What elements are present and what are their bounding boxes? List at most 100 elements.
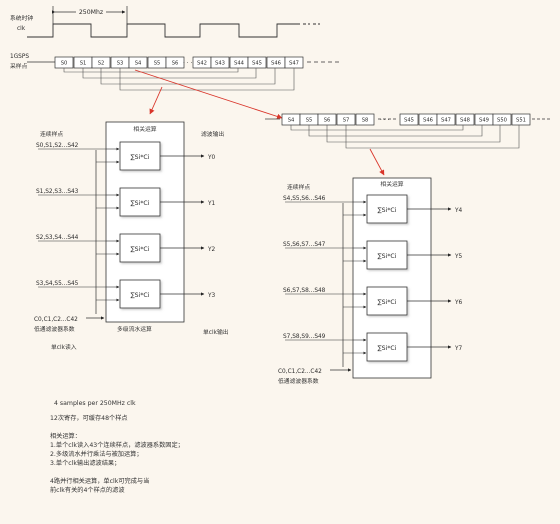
- right-output-label: Y5: [454, 254, 463, 260]
- top-group-bracket: [63, 68, 239, 73]
- shift-group-bracket: [326, 125, 501, 143]
- sample-label: 采样点: [10, 62, 28, 70]
- right-input-label: S4,S5,S6...S46: [283, 196, 326, 202]
- left-mac-label: ∑Si*Ci: [131, 292, 150, 299]
- left-mac-label: ∑Si*Ci: [131, 200, 150, 207]
- left-pipeline: 多级流水运算: [117, 325, 152, 333]
- left-block-title: 相关运算: [133, 125, 156, 133]
- top-group-bracket: [82, 68, 257, 79]
- left-input-label: S0,S1,S2...S42: [36, 143, 79, 149]
- right-input-label: S5,S6,S7...S47: [283, 242, 326, 248]
- period-label: 250Mhz: [79, 9, 103, 16]
- note-line: 3.单个clk输出滤波结果；: [50, 460, 121, 467]
- left-mac-box: [119, 279, 161, 309]
- top-sample-cell: S45: [252, 61, 262, 67]
- top-sample-cell: S3: [117, 61, 124, 67]
- left-output-label: Y1: [207, 201, 216, 207]
- top-sample-cell: S47: [289, 61, 299, 67]
- right-coef-label: 低通滤波器系数: [278, 377, 319, 385]
- right-mac-box: [366, 194, 408, 224]
- shift-sample-cell-box: [355, 113, 375, 126]
- shift-sample-cell: S4: [288, 118, 295, 124]
- clk-label: clk: [17, 26, 26, 32]
- top-sample-cell: S46: [271, 61, 281, 67]
- note-line: 1.单个clk读入43个连续样点，滤波器系数固定；: [50, 442, 184, 449]
- note-line: 4路并行相关运算，单clk可完成与当: [50, 478, 150, 485]
- note-line: 相关运算：: [50, 433, 81, 440]
- left-output-label: Y2: [207, 247, 216, 253]
- shift-sample-cell: S46: [423, 118, 433, 124]
- left-coef-label: 低通滤波器系数: [34, 325, 75, 333]
- shift-group-bracket: [290, 125, 464, 131]
- left-output-label: Y0: [207, 155, 216, 161]
- shift-sample-cell: S50: [497, 118, 507, 124]
- left-input-label: S3,S4,S5...S45: [36, 281, 79, 287]
- top-sample-cell: S2: [98, 61, 105, 67]
- shift-sample-cell-box: [399, 113, 419, 126]
- shifted-sample-groupings: [290, 125, 520, 149]
- left-mac-box: [119, 141, 161, 171]
- red-arrow-right: [134, 69, 283, 120]
- shift-sample-cell-box: [511, 113, 531, 126]
- top-sample-cell: S6: [172, 61, 179, 67]
- shift-sample-cell: S49: [479, 118, 489, 124]
- top-sample-cell: S4: [135, 61, 142, 67]
- shift-sample-cell-box: [492, 113, 512, 126]
- left-coef-in: 单clk读入: [51, 343, 77, 351]
- red-arrow-down: [369, 148, 385, 176]
- left-mac-label: ∑Si*Ci: [131, 246, 150, 253]
- top-sample-cell: S5: [154, 61, 161, 67]
- shift-sample-cell: S7: [343, 118, 350, 124]
- shift-sample-cell: S45: [404, 118, 414, 124]
- note-line: 12次寄存，可缓存48个样点: [50, 415, 128, 422]
- left-mac-label: ∑Si*Ci: [131, 154, 150, 161]
- right-output-label: Y4: [454, 208, 463, 214]
- top-sample-cell-box: [210, 56, 230, 69]
- top-sample-cell: S43: [215, 61, 225, 67]
- right-mac-label: ∑Si*Ci: [378, 207, 397, 214]
- right-mac-box: [366, 240, 408, 270]
- top-sample-cell: S42: [197, 61, 207, 67]
- right-header-in: 连续样点: [287, 183, 310, 191]
- right-output-label: Y6: [454, 300, 463, 306]
- note-line: 2.多级流水并行乘法与被加运算；: [50, 451, 143, 458]
- right-mac-box: [366, 286, 408, 316]
- right-input-label: S7,S8,S9...S49: [283, 334, 326, 340]
- left-out-rate: 单clk输出: [203, 328, 229, 336]
- right-mac-label: ∑Si*Ci: [378, 299, 397, 306]
- top-sample-row: S0 S1 S2 S3 S4 S5 S6 S42 S43 S44 S45 S46 S47: [54, 56, 304, 69]
- left-mac-box: [119, 187, 161, 217]
- notes-panel: 4 samples per 250MHz clk 12次寄存，可缓存48个样点 …: [50, 399, 290, 495]
- shift-sample-cell: S51: [516, 118, 526, 124]
- right-mac-label: ∑Si*Ci: [378, 345, 397, 352]
- right-output-label: Y7: [454, 346, 463, 352]
- top-sample-groupings: [63, 68, 295, 91]
- shift-sample-cell-box: [436, 113, 456, 126]
- right-block-title: 相关运算: [380, 180, 403, 188]
- left-input-label: S1,S2,S3...S43: [36, 189, 79, 195]
- clock-waveform: [27, 23, 300, 38]
- gsps-label: 1GSPS: [10, 54, 29, 60]
- left-input-label: S2,S3,S4...S44: [36, 235, 79, 241]
- top-ellipsis: · · ·: [183, 61, 192, 67]
- shift-sample-cell: S8: [362, 118, 369, 124]
- shift-sample-cell: S6: [324, 118, 331, 124]
- shift-sample-cell-box: [455, 113, 475, 126]
- left-output-label: Y3: [207, 293, 216, 299]
- top-sample-cell: S0: [61, 61, 68, 67]
- shift-sample-cell: S47: [441, 118, 451, 124]
- shift-sample-cell: S48: [460, 118, 470, 124]
- top-sample-cell: S44: [234, 61, 245, 67]
- shift-ellipsis: · · ·: [380, 118, 389, 124]
- top-group-bracket: [119, 68, 295, 91]
- shift-group-bracket: [308, 125, 483, 137]
- right-coef: C0,C1,C2...C42: [278, 369, 322, 375]
- top-sample-cell: S1: [80, 61, 87, 67]
- period-label-bg: [76, 7, 106, 16]
- shift-group-bracket: [345, 125, 520, 149]
